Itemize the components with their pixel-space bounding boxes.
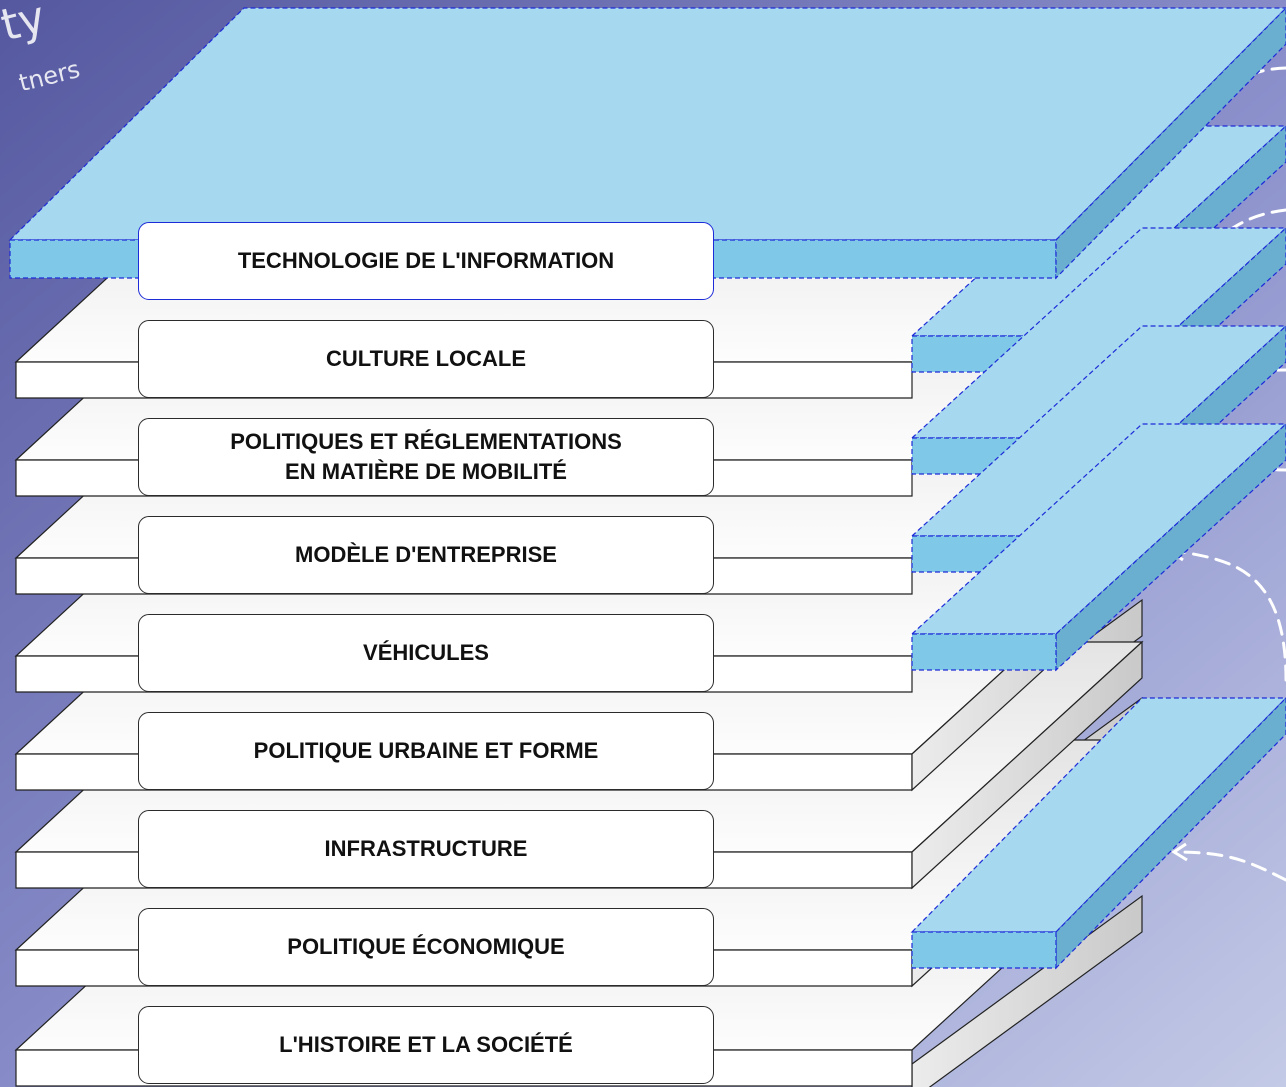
layer-label-business-model: MODÈLE D'ENTREPRISE: [138, 516, 714, 594]
layer-label-mobility-policy: POLITIQUES ET RÉGLEMENTATIONS EN MATIÈRE…: [138, 418, 714, 496]
arrow-6: [1174, 850, 1286, 882]
layer-label-it: TECHNOLOGIE DE L'INFORMATION: [138, 222, 714, 300]
highlight-boxes: [910, 125, 1286, 970]
layer-label-local-culture: CULTURE LOCALE: [138, 320, 714, 398]
layer-label-economic-policy: POLITIQUE ÉCONOMIQUE: [138, 908, 714, 986]
layer-label-history-society: L'HISTOIRE ET LA SOCIÉTÉ: [138, 1006, 714, 1084]
layer-label-urban-policy: POLITIQUE URBAINE ET FORME: [138, 712, 714, 790]
layer-label-infrastructure: INFRASTRUCTURE: [138, 810, 714, 888]
layer-label-vehicles: VÉHICULES: [138, 614, 714, 692]
arrow-5: [1170, 548, 1286, 682]
